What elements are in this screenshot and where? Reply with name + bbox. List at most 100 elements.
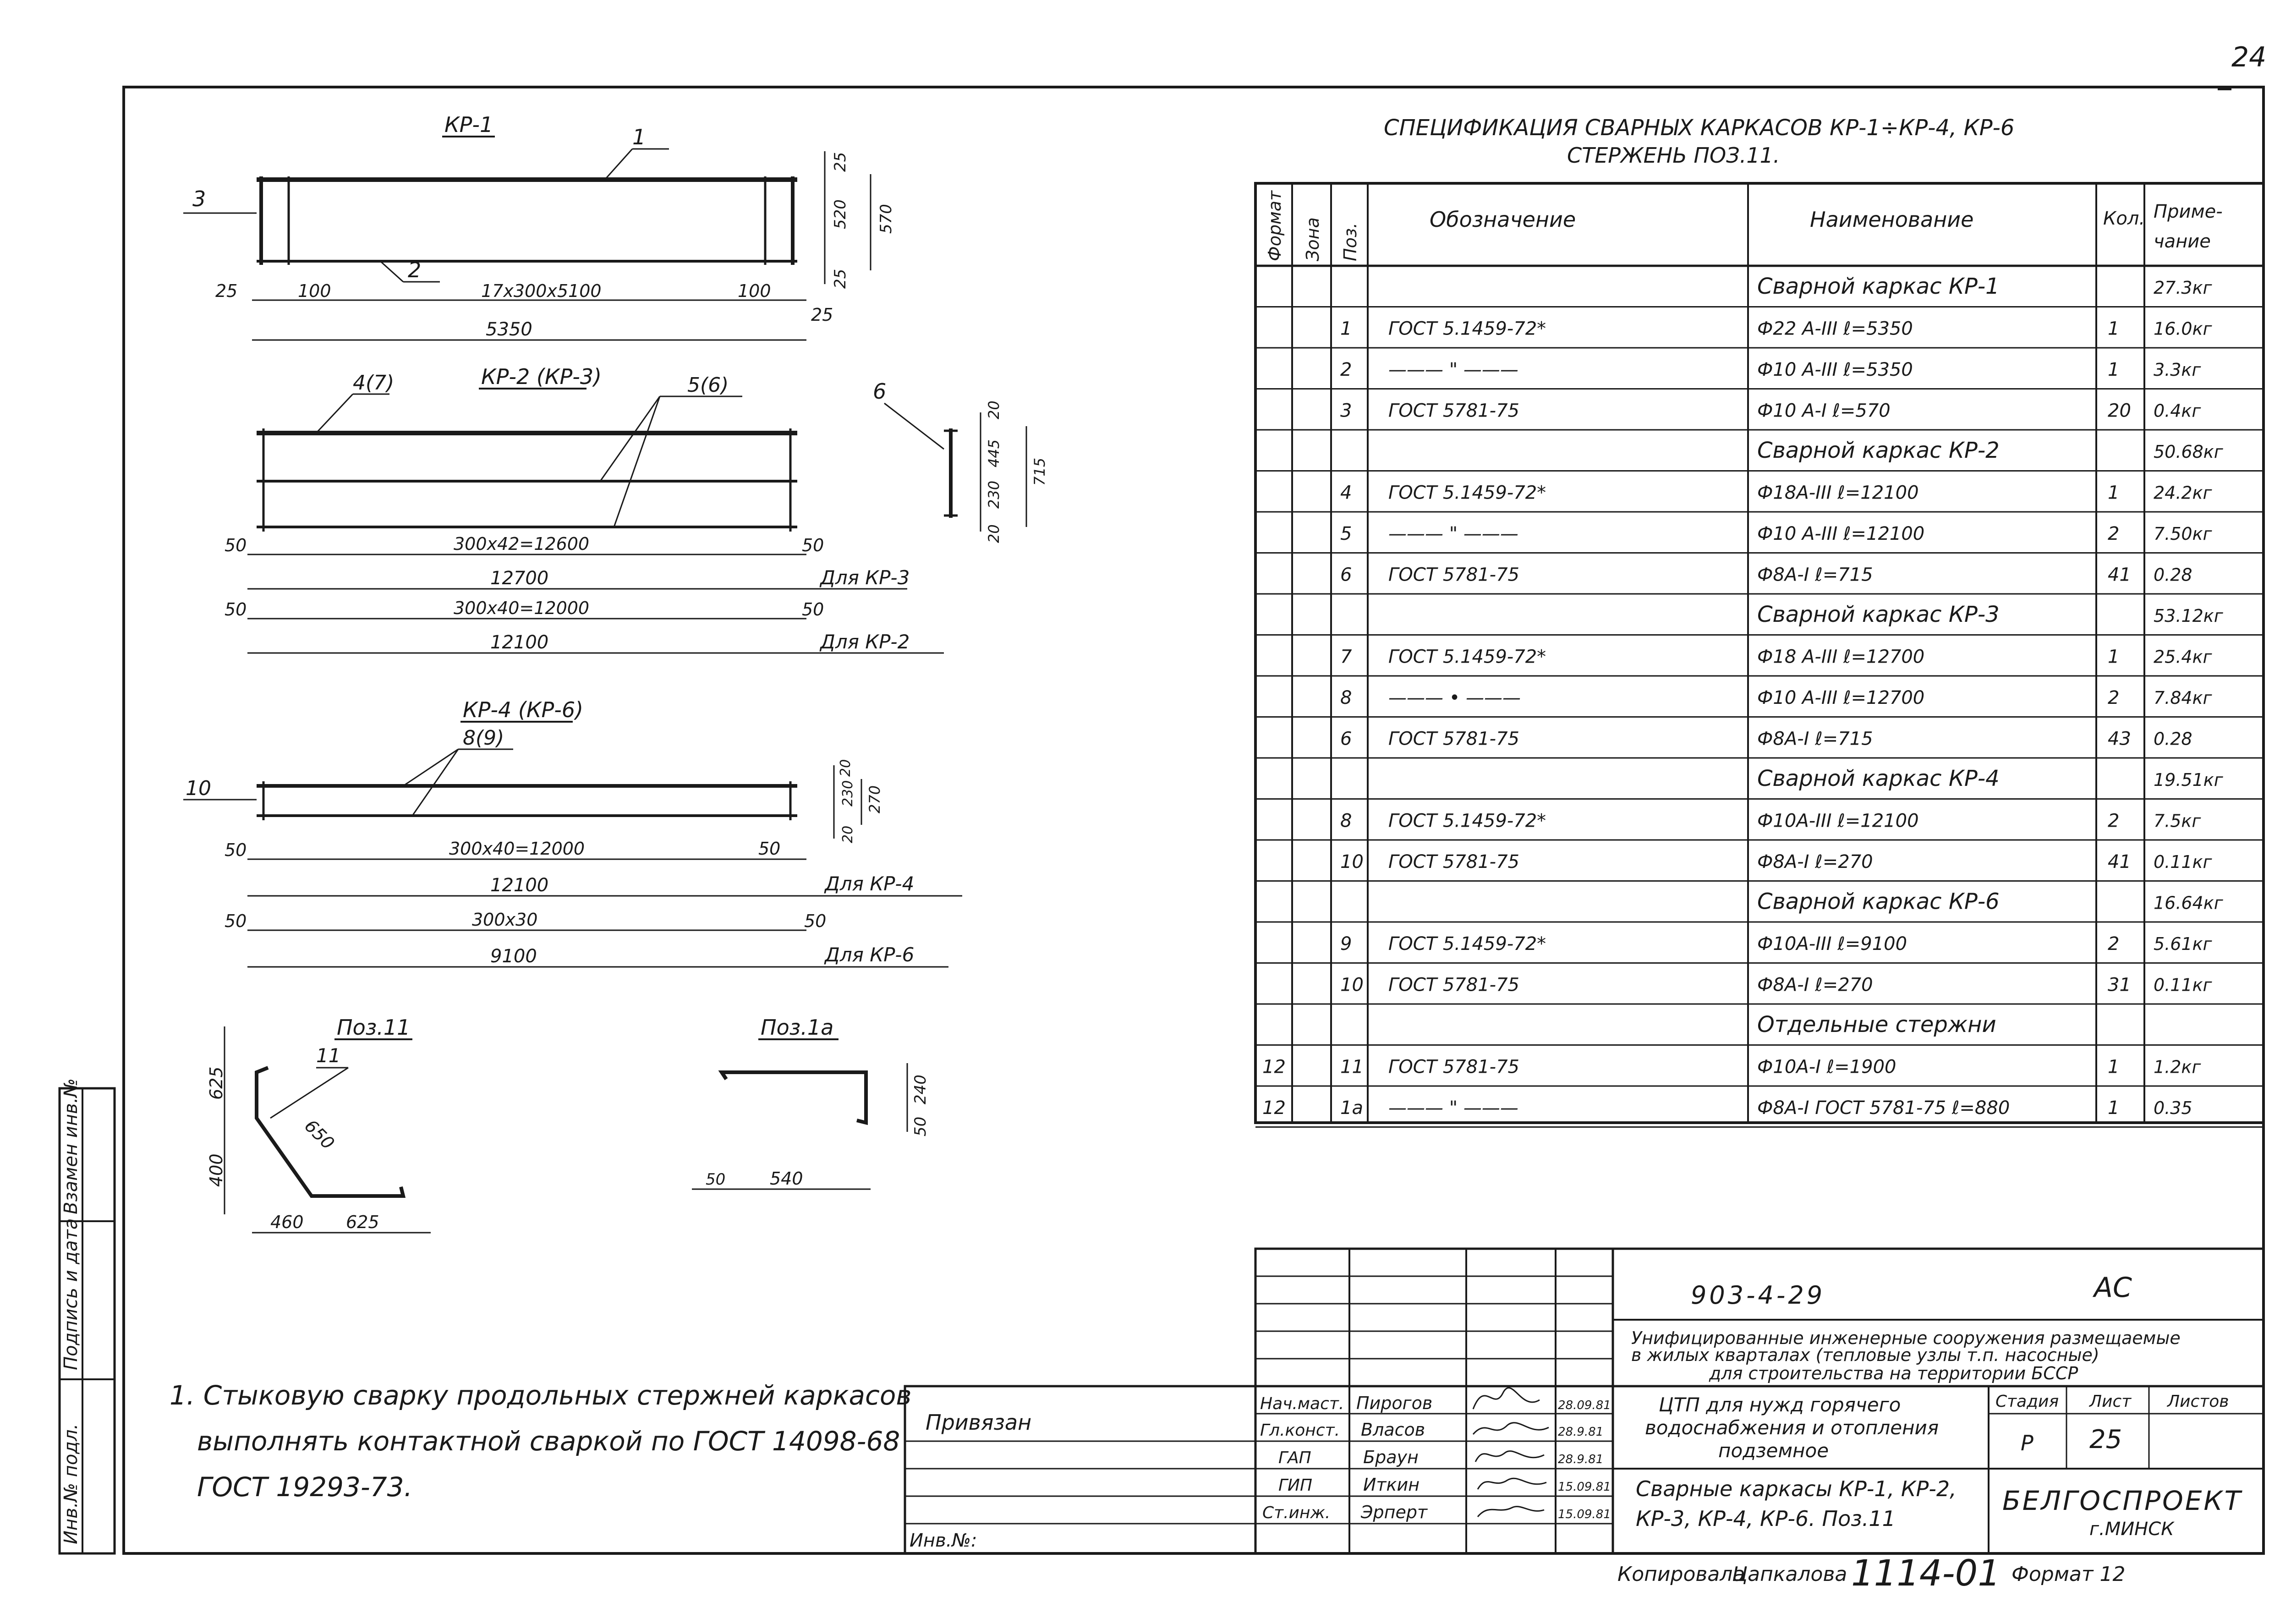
tb-descr-2: в жилых кварталах (тепловые узлы т.п. на…: [1631, 1345, 2099, 1365]
tb-doc-code: 903-4-29: [1691, 1281, 1825, 1310]
kr4-dim-50a: 50: [225, 840, 247, 860]
spec-cell-name: Ф8А-I ℓ=715: [1757, 564, 1873, 585]
spec-cell-name: Ф10 А-III ℓ=5350: [1757, 359, 1913, 380]
kr2-label: Для КР-2: [819, 631, 910, 653]
spec-row: Отдельные стержни: [1255, 1012, 2264, 1046]
kr4-dim-r270: 270: [866, 785, 883, 813]
tb-name-5: Эрперт: [1360, 1502, 1428, 1522]
kr1-drawing: КР-1 3 1 2 25 100 17x300x5100 100 25 535…: [183, 112, 895, 341]
pos1a-title: Поз.1а: [761, 1015, 833, 1040]
tb-role-1: Нач.маст.: [1260, 1394, 1344, 1413]
footer: Копировала Цапкалова 1114-01 Формат 12: [1617, 1553, 2126, 1594]
spec-cell-designation: ——— • ———: [1388, 687, 1521, 708]
spec-cell-note: 16.64кг: [2154, 893, 2224, 913]
spec-cell-designation: ГОСТ 5781-75: [1388, 1056, 1519, 1077]
spec-h-zone: Зона: [1303, 217, 1323, 261]
spec-cell-note: 3.3кг: [2154, 360, 2201, 380]
tb-name-1: Пирогов: [1356, 1393, 1432, 1413]
spec-cell-qty: 1: [2108, 1097, 2119, 1119]
pos6-dim-445: 445: [985, 439, 1003, 467]
kr3-dim-step: 300x42=12600: [454, 534, 589, 554]
spec-cell-pos: 4: [1340, 482, 1352, 503]
tb-stage: Р: [2021, 1431, 2033, 1455]
tb-org: БЕЛГОСПРОЕКТ: [2002, 1485, 2243, 1516]
kr3-label: Для КР-3: [819, 566, 910, 589]
spec-cell-qty: 31: [2108, 974, 2131, 995]
spec-cell-qty: 2: [2108, 523, 2119, 544]
kr1-dim-r520: 520: [831, 199, 850, 229]
spec-cell-name: Сварной каркас КР-6: [1757, 889, 2000, 914]
spec-cell-pos: 6: [1340, 728, 1352, 749]
spec-cell-designation: ГОСТ 5781-75: [1388, 974, 1519, 995]
spec-row: Сварной каркас КР-4 19.51кг: [1255, 766, 2264, 800]
spec-cell-note: 7.50кг: [2154, 524, 2213, 544]
spec-cell-name: Ф18 А-III ℓ=12700: [1757, 646, 1924, 667]
spec-cell-name: Ф8А-I ℓ=270: [1757, 851, 1873, 872]
spec-cell-name: Сварной каркас КР-3: [1757, 602, 2000, 627]
tb-privyazan: Привязан: [926, 1410, 1031, 1435]
spec-h-note2: чание: [2154, 231, 2211, 252]
spec-cell-designation: ГОСТ 5.1459-72*: [1388, 933, 1546, 955]
spec-cell-note: 0.11кг: [2154, 975, 2213, 995]
spec-cell-name: Ф8А-I ℓ=270: [1757, 974, 1873, 995]
spec-h-qty: Кол.: [2103, 208, 2145, 229]
spec-cell-pos: 10: [1340, 851, 1364, 872]
spec-cell-note: 19.51кг: [2154, 770, 2224, 790]
kr1-dim-r25b: 25: [831, 269, 850, 289]
kr4-drawing: КР-4 (КР-6) 8(9) 10 20 230 20 270 50 300…: [183, 697, 962, 968]
spec-row: Сварной каркас КР-2 50.68кг: [1255, 438, 2264, 472]
tb-stage-h: Стадия: [1995, 1392, 2059, 1411]
spec-cell-name: Ф22 А-III ℓ=5350: [1757, 318, 1913, 339]
kr1-dim-25a: 25: [215, 281, 237, 301]
pos11-dim-625v: 625: [206, 1066, 226, 1100]
spec-cell-designation: ГОСТ 5781-75: [1388, 851, 1519, 872]
pos11-dim-400v: 400: [206, 1153, 226, 1187]
spec-cell-pos: 6: [1340, 564, 1352, 585]
spec-cell-designation: ГОСТ 5781-75: [1388, 400, 1519, 421]
spec-subtitle: СТЕРЖЕНЬ ПОЗ.11.: [1567, 143, 1780, 168]
spec-cell-name: Ф10А-I ℓ=1900: [1757, 1056, 1896, 1077]
spec-cell-qty: 1: [2108, 359, 2119, 380]
pos1a-dim-50v: 50: [911, 1117, 930, 1136]
kr4-dim-r20b: 20: [840, 826, 856, 843]
spec-cell-name: Сварной каркас КР-4: [1757, 766, 2000, 791]
pos1a-dim-240: 240: [911, 1075, 930, 1104]
spec-cell-name: Ф10 А-III ℓ=12100: [1757, 523, 1924, 544]
kr1-mark-1: 1: [632, 125, 646, 149]
pos11-drawing: Поз.11 11 625 400 650 460 625: [206, 1015, 431, 1234]
spec-cell-note: 50.68кг: [2154, 442, 2224, 462]
note-line-3: ГОСТ 19293-73.: [197, 1471, 412, 1503]
spec-cell-format: 12: [1262, 1097, 1286, 1119]
tb-role-3: ГАП: [1278, 1448, 1311, 1467]
spec-h-designation: Обозначение: [1430, 207, 1576, 232]
spec-cell-designation: ——— " ———: [1388, 523, 1518, 544]
note-line-2: выполнять контактной сваркой по ГОСТ 140…: [197, 1426, 900, 1457]
kr2-mark-b: 5(6): [687, 373, 729, 397]
spec-cell-name: Ф18А-III ℓ=12100: [1757, 482, 1919, 503]
spec-cell-note: 53.12кг: [2154, 606, 2224, 626]
kr6-dim-step: 300x30: [472, 910, 537, 930]
spec-cell-qty: 1: [2108, 318, 2119, 339]
pos6-drawing: 6 20 445 230 20 715: [873, 379, 1048, 543]
pos11-dim-650: 650: [301, 1116, 338, 1153]
spec-cell-note: 25.4кг: [2154, 647, 2213, 667]
tb-date-4: 15.09.81: [1558, 1480, 1611, 1494]
stamp-signature-date: Подпись и дата: [60, 1218, 82, 1370]
tb-descr-3: для строительства на территории БССР: [1709, 1363, 2078, 1383]
pos11-bar: [255, 1066, 406, 1198]
spec-cell-note: 0.4кг: [2154, 401, 2201, 421]
tb-org-city: г.МИНСК: [2089, 1519, 2175, 1540]
spec-cell-name: Сварной каркас КР-2: [1757, 438, 2000, 463]
